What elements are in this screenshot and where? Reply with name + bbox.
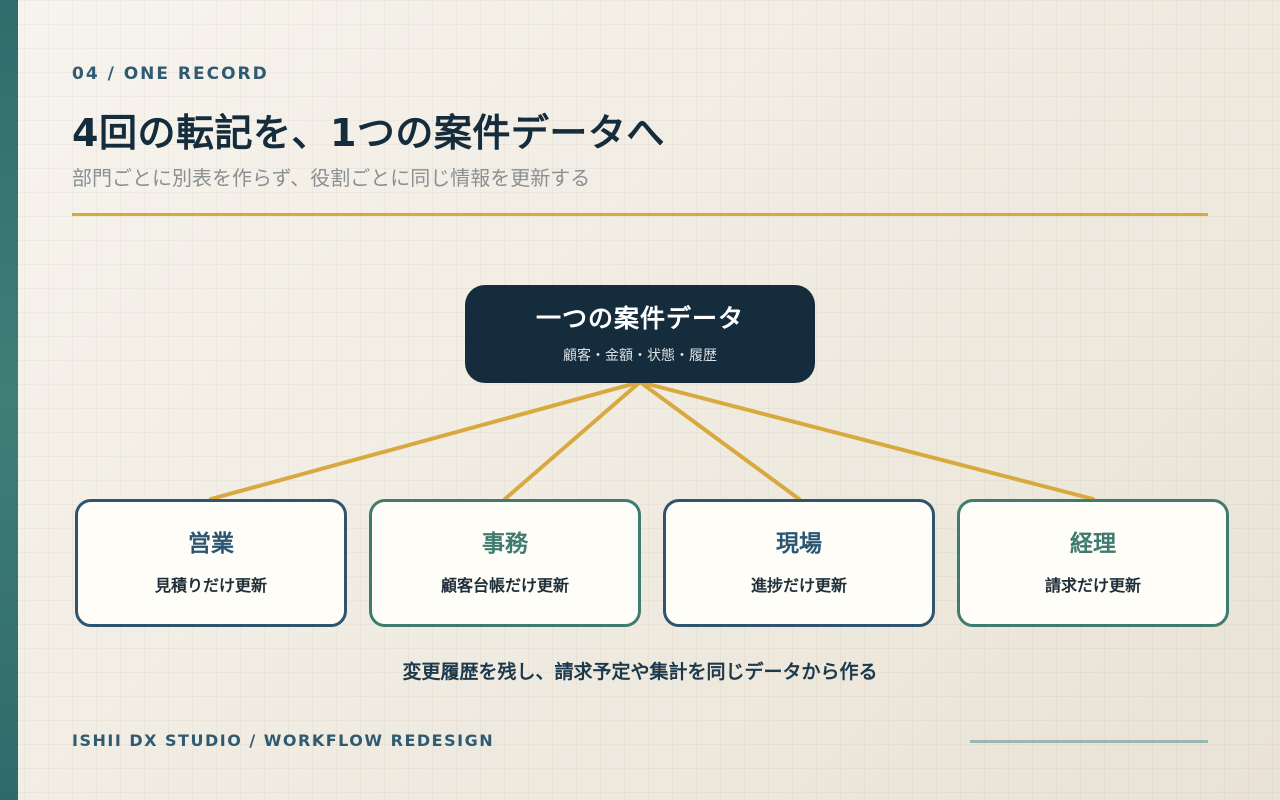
role-name: 事務 xyxy=(482,531,528,557)
role-card-field: 現場 進捗だけ更新 xyxy=(663,499,935,627)
role-card-sales: 営業 見積りだけ更新 xyxy=(75,499,347,627)
page-subtitle: 部門ごとに別表を作らず、役割ごとに同じ情報を更新する xyxy=(72,166,591,190)
footer-accent-line xyxy=(970,740,1208,743)
role-name: 営業 xyxy=(188,531,234,557)
header-divider xyxy=(72,213,1208,216)
role-name: 現場 xyxy=(776,531,822,557)
hub-subtitle: 顧客・金額・状態・履歴 xyxy=(563,348,717,364)
left-accent-stripe xyxy=(0,0,18,800)
connector-line-field xyxy=(638,380,801,501)
role-card-accounting: 経理 請求だけ更新 xyxy=(957,499,1229,627)
connector-line-sales xyxy=(209,380,642,501)
role-desc: 顧客台帳だけ更新 xyxy=(440,576,569,595)
role-card-admin: 事務 顧客台帳だけ更新 xyxy=(369,499,641,627)
section-eyebrow: 04 / ONE RECORD xyxy=(72,64,269,84)
footer-label: ISHII DX STUDIO / WORKFLOW REDESIGN xyxy=(72,731,495,750)
role-desc: 進捗だけ更新 xyxy=(750,576,847,595)
page-title: 4回の転記を、1つの案件データへ xyxy=(72,111,665,155)
hub-record-card: 一つの案件データ 顧客・金額・状態・履歴 xyxy=(465,285,815,383)
hub-title: 一つの案件データ xyxy=(535,304,744,333)
connector-line-admin xyxy=(503,380,642,501)
role-desc: 見積りだけ更新 xyxy=(154,576,267,595)
diagram-footnote: 変更履歴を残し、請求予定や集計を同じデータから作る xyxy=(402,661,878,683)
connector-line-accounting xyxy=(638,380,1095,501)
role-desc: 請求だけ更新 xyxy=(1044,576,1141,595)
role-name: 経理 xyxy=(1070,531,1116,557)
